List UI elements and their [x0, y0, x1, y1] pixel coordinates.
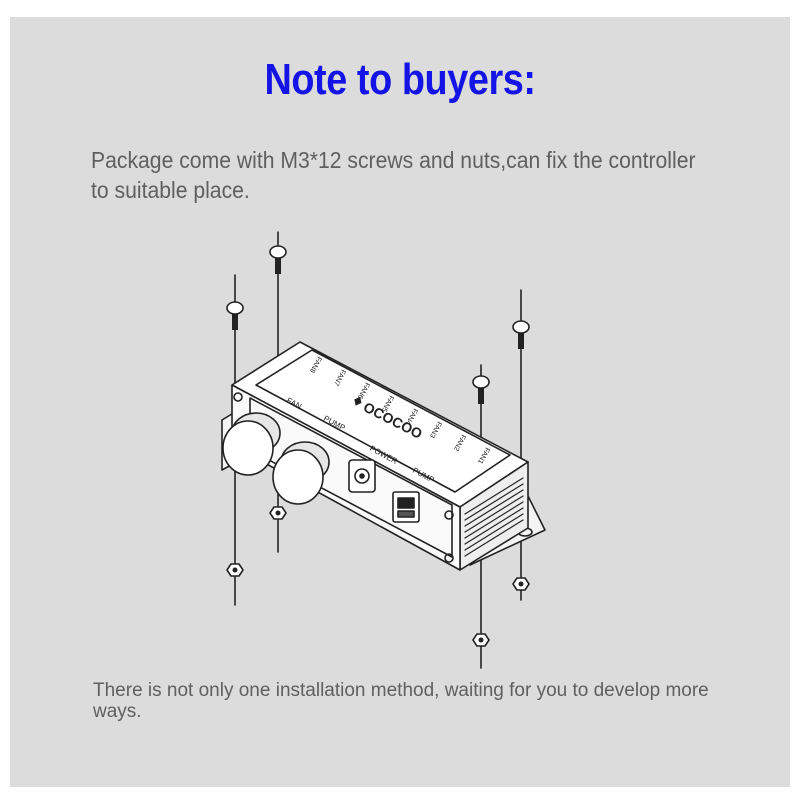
- package-description: Package come with M3*12 screws and nuts,…: [91, 147, 696, 203]
- page-title: Note to buyers:: [264, 55, 536, 104]
- installation-note: There is not only one installation metho…: [93, 680, 709, 722]
